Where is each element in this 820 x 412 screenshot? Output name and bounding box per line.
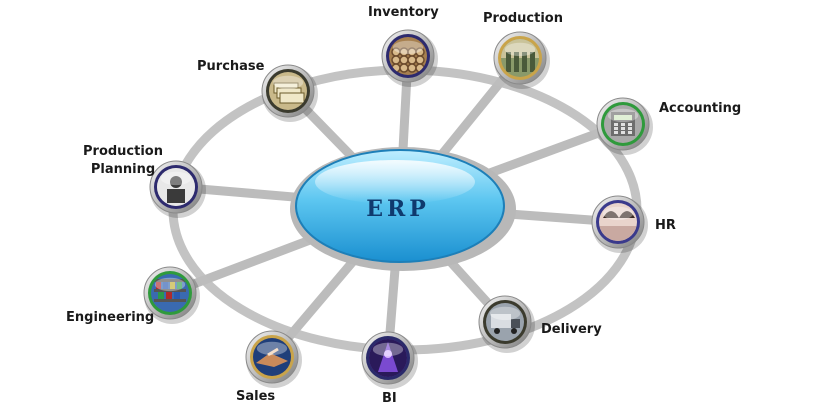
label-line: Planning [90, 162, 156, 177]
label-line: HR [655, 218, 676, 233]
node-delivery [478, 295, 535, 353]
label-line: Accounting [659, 101, 742, 116]
node-accounting [596, 97, 653, 155]
label-line: Engineering [66, 310, 155, 325]
label-delivery: Delivery [541, 321, 602, 339]
label-line: Inventory [368, 5, 439, 20]
label-accounting: Accounting [659, 100, 741, 118]
node-hr [591, 195, 648, 253]
node-purchase [261, 64, 318, 122]
label-engineering: Engineering [66, 309, 154, 327]
label-production: Production [483, 10, 563, 28]
label-bi: BI [382, 390, 397, 408]
label-line: Sales [236, 389, 276, 404]
label-line: Production [483, 11, 563, 26]
node-sales [245, 330, 302, 388]
node-inventory [381, 29, 438, 87]
label-line: Delivery [541, 322, 602, 337]
label-line: Purchase [197, 59, 265, 74]
module-nodes [143, 29, 653, 389]
node-production [493, 31, 550, 89]
label-line: Production [83, 144, 163, 159]
label-line: BI [382, 391, 397, 406]
label-hr: HR [655, 217, 676, 235]
node-production-planning [149, 160, 206, 218]
node-engineering [143, 266, 200, 324]
node-bi [361, 331, 418, 389]
label-sales: Sales [236, 388, 275, 406]
label-inventory: Inventory [368, 4, 439, 22]
erp-hub: ERP [290, 147, 516, 271]
label-purchase: Purchase [197, 58, 264, 76]
erp-label: ERP [366, 196, 430, 222]
